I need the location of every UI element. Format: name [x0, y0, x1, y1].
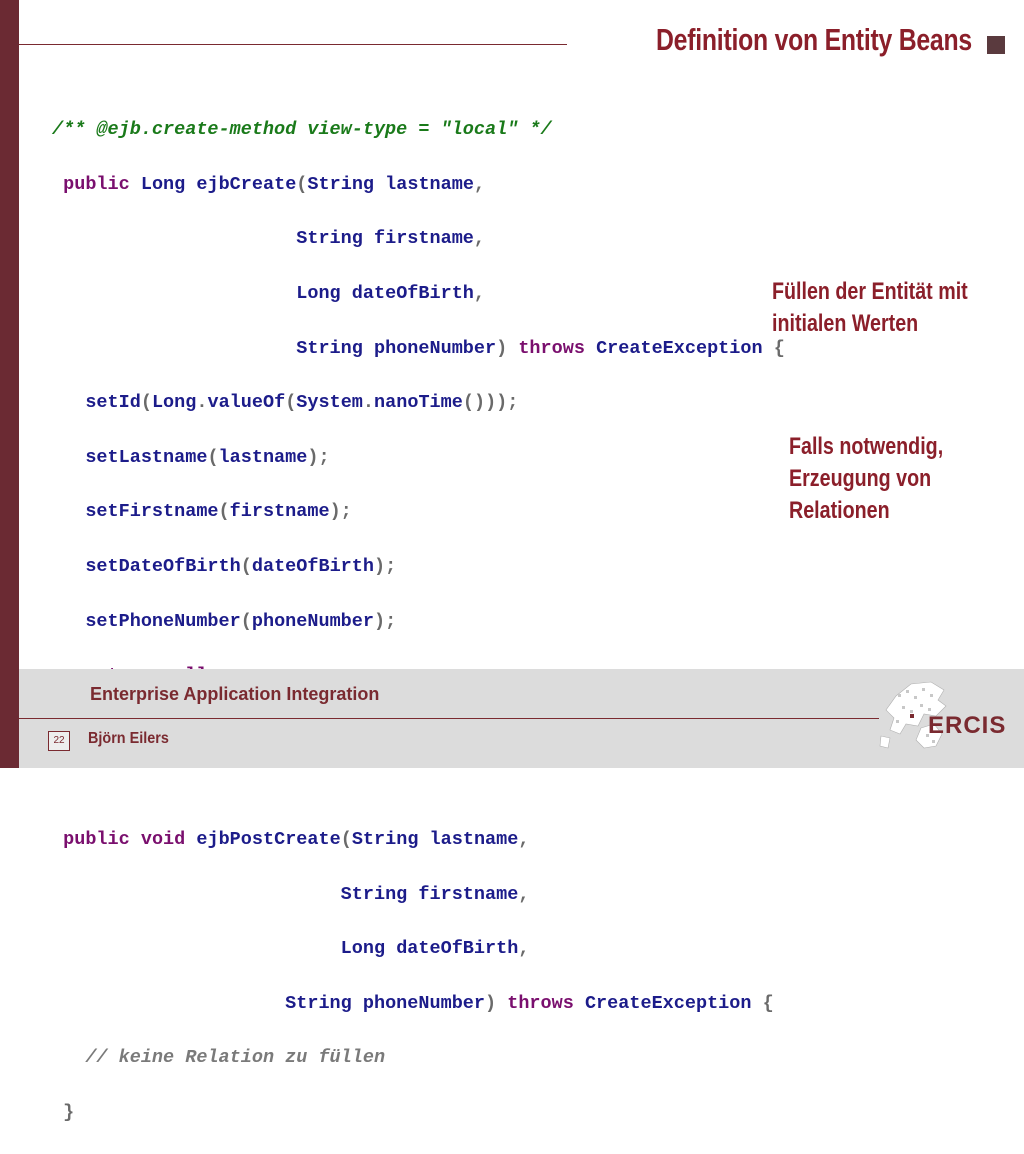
- footer-title: Enterprise Application Integration: [90, 684, 380, 704]
- code-line: setPhoneNumber(phoneNumber);: [85, 610, 397, 632]
- author-name: Björn Eilers: [88, 730, 169, 747]
- title-rule: [19, 44, 567, 45]
- code-line: String firstname,: [296, 228, 486, 250]
- code-line: }: [63, 1101, 75, 1123]
- code-line: setId(Long.valueOf(System.nanoTime()));: [85, 392, 519, 414]
- europe-map-logo-icon: [879, 681, 947, 749]
- left-accent-bar: [0, 0, 19, 768]
- code-line: String firstname,: [340, 883, 530, 905]
- ercis-logo-text: ERCIS: [928, 712, 1007, 739]
- page-number: 22: [48, 731, 70, 751]
- code-line: Long dateOfBirth,: [340, 938, 530, 960]
- footer-rule: [19, 718, 879, 719]
- annotation-relations: Falls notwendig, Erzeugung von Relatione…: [789, 433, 944, 524]
- code-line: setLastname(lastname);: [85, 446, 330, 468]
- code-line: String phoneNumber) throws CreateExcepti…: [285, 992, 774, 1014]
- title-square-bullet: [987, 36, 1005, 54]
- code-line: /** @ejb.create-method view-type = "loca…: [52, 116, 785, 143]
- code-line: Long dateOfBirth,: [296, 283, 486, 305]
- code-line: [52, 771, 785, 798]
- slide-title: Definition von Entity Beans: [656, 22, 972, 57]
- code-comment: /** @ejb.create-method view-type = "loca…: [52, 119, 552, 141]
- code-block: /** @ejb.create-method view-type = "loca…: [52, 89, 785, 1154]
- code-line: public void ejbPostCreate(String lastnam…: [63, 829, 530, 851]
- code-comment: // keine Relation zu füllen: [85, 1047, 386, 1069]
- code-line: String phoneNumber) throws CreateExcepti…: [296, 337, 785, 359]
- annotation-fill-entity: Füllen der Entität mit initialen Werten: [772, 278, 968, 337]
- code-line: // keine Relation zu füllen: [52, 1044, 785, 1071]
- code-line: public Long ejbCreate(String lastname,: [63, 173, 486, 195]
- code-line: setDateOfBirth(dateOfBirth);: [85, 556, 397, 578]
- code-line: setFirstname(firstname);: [85, 501, 352, 523]
